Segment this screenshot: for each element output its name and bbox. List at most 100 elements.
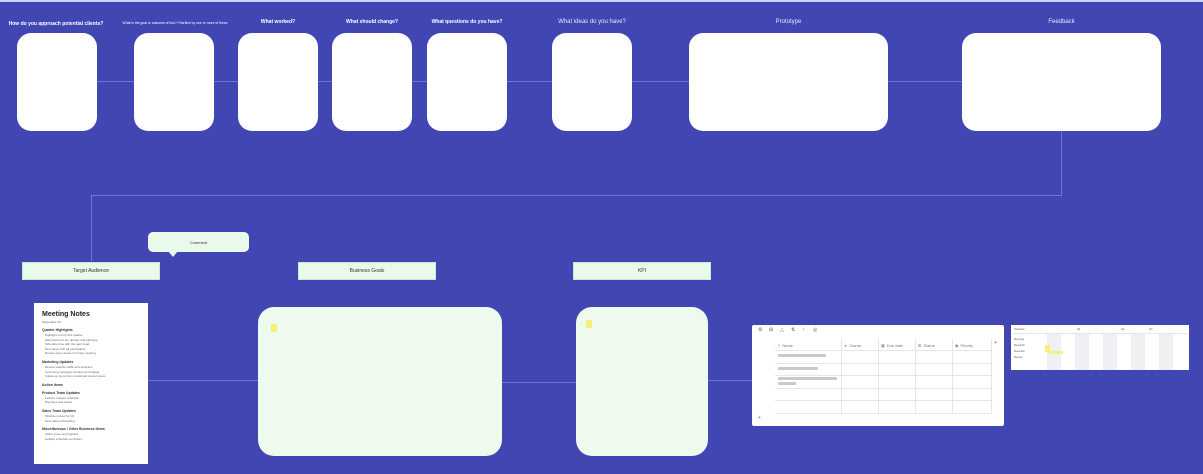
toolbar-icon[interactable]: △ bbox=[780, 327, 784, 333]
table-divider bbox=[775, 350, 991, 351]
sticky-note[interactable] bbox=[586, 320, 592, 328]
toolbar-icon[interactable]: ⇅ bbox=[791, 327, 796, 333]
column-heading: What should change? bbox=[346, 19, 398, 25]
notes-line: Review open issues from last meeting bbox=[45, 351, 96, 356]
notes-line: New client onboarding bbox=[45, 418, 75, 423]
add-column-button[interactable]: + bbox=[994, 340, 997, 346]
idea-card[interactable] bbox=[17, 33, 97, 131]
toolbar-icon[interactable]: ⊞ bbox=[769, 327, 774, 333]
feedback-card[interactable] bbox=[962, 33, 1161, 131]
toolbar-icon[interactable]: ⚙ bbox=[758, 327, 763, 333]
column-heading: What is the goal or outcome of this? Pri… bbox=[122, 21, 228, 25]
column-header[interactable]: ▦Due date bbox=[881, 341, 903, 349]
connector-line bbox=[412, 81, 427, 82]
timeline-column bbox=[1131, 334, 1145, 370]
column-label: Owner bbox=[849, 342, 862, 348]
notes-section-heading: Action Items bbox=[42, 382, 64, 387]
notes-line: Office move and logistics bbox=[45, 432, 79, 437]
timeline-column bbox=[1159, 334, 1173, 370]
notes-line: Bug fixes and status bbox=[45, 400, 73, 405]
notes-line: Next steps with all participants bbox=[45, 346, 86, 351]
placeholder-text bbox=[778, 367, 818, 370]
toolbar-icon[interactable]: ◎ bbox=[813, 327, 818, 333]
timeline-bar[interactable] bbox=[1049, 351, 1063, 354]
idea-card[interactable] bbox=[427, 33, 507, 131]
notes-line: Follow-up items from social and content … bbox=[45, 374, 106, 379]
connector-line bbox=[502, 382, 576, 383]
connector-line bbox=[708, 380, 752, 381]
column-header[interactable]: ◉Priority bbox=[955, 341, 973, 349]
toolbar-icon[interactable]: ↑ bbox=[802, 327, 805, 333]
timeline-column bbox=[1103, 334, 1117, 370]
notes-line: Holiday schedule reminders bbox=[45, 436, 83, 441]
connector-line bbox=[148, 380, 258, 381]
kpi-label[interactable]: KPI bbox=[573, 262, 711, 280]
connector-line bbox=[91, 195, 1062, 196]
table-divider bbox=[775, 388, 991, 389]
connector-line bbox=[318, 81, 332, 82]
column-heading: How do you approach potential clients? bbox=[8, 21, 104, 27]
timeline-table[interactable]: Overview Q1 Q2 Q3 Planning Research Exec… bbox=[1011, 325, 1189, 370]
column-heading: What worked? bbox=[260, 19, 296, 25]
notes-section: Action Items bbox=[42, 383, 140, 387]
notes-line: Review website traffic and analytics bbox=[45, 364, 93, 369]
timeline-header: Q2 bbox=[1121, 328, 1125, 331]
comment-bubble-tail bbox=[168, 251, 178, 257]
column-header[interactable]: ≡Name bbox=[778, 341, 793, 349]
column-label: Priority bbox=[960, 342, 973, 348]
column-label: Due date bbox=[886, 342, 904, 348]
notes-line: Feature release schedule bbox=[45, 395, 79, 400]
table-divider bbox=[775, 363, 991, 364]
timeline-divider bbox=[1013, 333, 1187, 334]
timeline-row-label: Review bbox=[1014, 356, 1023, 359]
timeline-column bbox=[1075, 334, 1089, 370]
timeline-header: Q1 bbox=[1077, 328, 1081, 331]
idea-card[interactable] bbox=[332, 33, 412, 131]
idea-card[interactable] bbox=[134, 33, 214, 131]
column-header[interactable]: ∗Owner bbox=[844, 341, 861, 349]
connector-line bbox=[632, 81, 689, 82]
table-divider bbox=[878, 339, 879, 413]
table-divider bbox=[952, 339, 953, 413]
column-header[interactable]: ⊞Status bbox=[918, 341, 935, 349]
timeline-row-label: Planning bbox=[1014, 338, 1024, 341]
placeholder-text bbox=[778, 382, 796, 385]
target-audience-label[interactable]: Target Audience bbox=[22, 262, 160, 280]
column-heading: Feedback bbox=[1048, 19, 1075, 25]
notes-line: Upcoming campaign timeline and budget bbox=[45, 369, 100, 374]
column-type-icon: ◉ bbox=[955, 342, 959, 348]
timeline-row-label: Research bbox=[1014, 344, 1025, 347]
connector-line bbox=[1061, 131, 1062, 195]
table-divider bbox=[915, 339, 916, 413]
task-table[interactable]: ⚙ ⊞ △ ⇅ ↑ ◎ ≡Name ∗Owner ▦Due date ⊞Status ◉Prior… bbox=[752, 325, 1004, 426]
connector-line bbox=[888, 81, 962, 82]
notes-subtitle: September 14 bbox=[42, 320, 61, 324]
placeholder-text bbox=[778, 377, 837, 380]
idea-card[interactable] bbox=[552, 33, 632, 131]
sticky-note[interactable] bbox=[271, 324, 277, 332]
notes-line: Schedule time with the team lead bbox=[45, 342, 90, 347]
notes-line: Highlight one for this quarter bbox=[45, 333, 83, 337]
table-divider bbox=[775, 375, 991, 376]
kpi-panel[interactable] bbox=[576, 307, 708, 456]
notes-section-heading: Miscellaneous / Other Business Items bbox=[42, 427, 105, 432]
notes-title: Meeting Notes bbox=[42, 311, 90, 318]
column-heading: What ideas do you have? bbox=[558, 19, 626, 25]
column-label: Status bbox=[923, 342, 935, 348]
prototype-card[interactable] bbox=[689, 33, 888, 131]
meeting-notes-document[interactable]: Meeting Notes September 14 Quarter Highl… bbox=[34, 303, 148, 464]
notes-section-heading: Quarter Highlights bbox=[42, 328, 73, 332]
table-divider bbox=[841, 339, 842, 413]
comment-bubble[interactable]: Comment bbox=[148, 232, 249, 252]
connector-line bbox=[507, 81, 552, 82]
business-goals-panel[interactable] bbox=[258, 307, 502, 456]
connector-line bbox=[97, 81, 134, 82]
notes-line: Main theme of the quarter and planning bbox=[45, 337, 98, 342]
sticky-note[interactable] bbox=[1045, 345, 1050, 352]
add-row-button[interactable]: + bbox=[758, 415, 761, 421]
column-type-icon: ▦ bbox=[881, 342, 885, 348]
business-goals-label[interactable]: Business Goals bbox=[298, 262, 436, 280]
idea-card[interactable] bbox=[238, 33, 318, 131]
